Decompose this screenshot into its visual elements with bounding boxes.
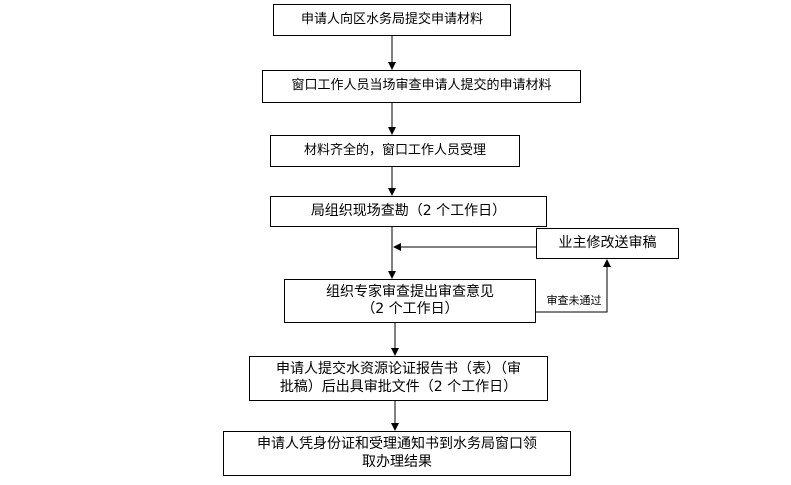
- step-label: 申请人向区水务局提交申请材料: [300, 11, 483, 27]
- review-failed-label: 审查未通过: [541, 292, 607, 308]
- step-issue-approval: 申请人提交水资源论证报告书（表）（审 批稿）后出具审批文件（2 个工作日）: [249, 356, 548, 401]
- step-label: 材料齐全的，窗口工作人员受理: [303, 142, 486, 158]
- side-box-label: 业主修改送审稿: [558, 234, 657, 251]
- step-window-review: 窗口工作人员当场审查申请人提交的申请材料: [262, 70, 581, 103]
- step-label: 局组织现场查勘（2 个工作日）: [310, 202, 507, 219]
- step-label: 窗口工作人员当场审查申请人提交的申请材料: [291, 78, 552, 94]
- step-expert-review: 组织专家审查提出审查意见 （2 个工作日）: [284, 279, 536, 323]
- step-label: 申请人提交水资源论证报告书（表）（审 批稿）后出具审批文件（2 个工作日）: [276, 361, 521, 395]
- step-site-survey: 局组织现场查勘（2 个工作日）: [270, 196, 547, 227]
- arrow-review-failed: [536, 259, 611, 313]
- step-accept-application: 材料齐全的，窗口工作人员受理: [270, 135, 520, 167]
- review-failed-text: 审查未通过: [546, 294, 602, 307]
- step-label: 组织专家审查提出审查意见 （2 个工作日）: [326, 283, 494, 318]
- step-collect-result: 申请人凭身份证和受理通知书到水务局窗口领 取办理结果: [223, 431, 571, 476]
- side-box-revise-draft: 业主修改送审稿: [536, 228, 679, 259]
- step-label: 申请人凭身份证和受理通知书到水务局窗口领 取办理结果: [257, 436, 537, 470]
- step-submit-application: 申请人向区水务局提交申请材料: [273, 4, 511, 36]
